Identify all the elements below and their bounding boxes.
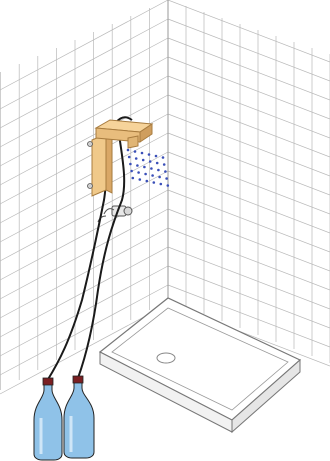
water-droplet	[142, 159, 145, 162]
tile-line	[168, 247, 330, 309]
water-droplet	[129, 163, 132, 166]
water-droplet	[139, 178, 142, 181]
water-droplet	[163, 163, 166, 166]
water-droplet	[157, 169, 160, 172]
tile-line	[168, 95, 330, 157]
water-droplet	[158, 176, 161, 179]
tile-line	[168, 133, 330, 195]
water-droplet	[160, 183, 163, 186]
water-droplet	[148, 153, 151, 156]
water-droplet	[128, 156, 131, 159]
tile-line	[168, 19, 330, 81]
tile-line	[168, 171, 330, 233]
tile-line	[168, 0, 330, 62]
water-droplet	[150, 167, 153, 170]
tile-line	[0, 152, 168, 242]
drain	[157, 353, 175, 363]
bottle-cap-right	[73, 376, 83, 383]
tile-line	[168, 57, 330, 119]
water-bottle-right	[64, 376, 94, 458]
water-droplet	[151, 174, 154, 177]
water-droplet	[146, 180, 149, 183]
tile-line	[0, 209, 168, 299]
tile-line	[0, 171, 168, 261]
tile-line	[168, 228, 330, 290]
water-droplet	[135, 157, 138, 160]
water-droplet	[149, 160, 152, 163]
water-droplet	[143, 166, 146, 169]
tile-line	[168, 38, 330, 100]
tile-line	[168, 209, 330, 271]
water-bottle-left	[34, 378, 62, 460]
tile-line	[168, 114, 330, 176]
tile-line	[0, 228, 168, 318]
water-droplet	[156, 162, 159, 165]
water-droplet	[130, 170, 133, 173]
tile-line	[0, 0, 168, 90]
water-droplet	[141, 152, 144, 155]
shower-tray	[100, 298, 300, 432]
tile-line	[0, 19, 168, 109]
water-droplet	[144, 173, 147, 176]
bottle-cap-left	[43, 378, 53, 385]
tile-line	[0, 190, 168, 280]
water-droplet	[165, 177, 168, 180]
water-droplet	[153, 181, 156, 184]
water-droplet	[136, 164, 139, 167]
water-droplet	[134, 150, 137, 153]
water-droplet	[155, 155, 158, 158]
water-droplet	[167, 184, 170, 187]
water-droplet	[127, 149, 130, 152]
water-droplet	[137, 171, 140, 174]
water-spray	[127, 149, 169, 187]
tile-line	[0, 133, 168, 223]
tile-line	[168, 152, 330, 214]
water-droplet	[162, 156, 165, 159]
water-droplet	[132, 177, 135, 180]
water-droplet	[164, 170, 167, 173]
tile-line	[168, 190, 330, 252]
tile-line	[168, 76, 330, 138]
tile-line	[0, 38, 168, 128]
